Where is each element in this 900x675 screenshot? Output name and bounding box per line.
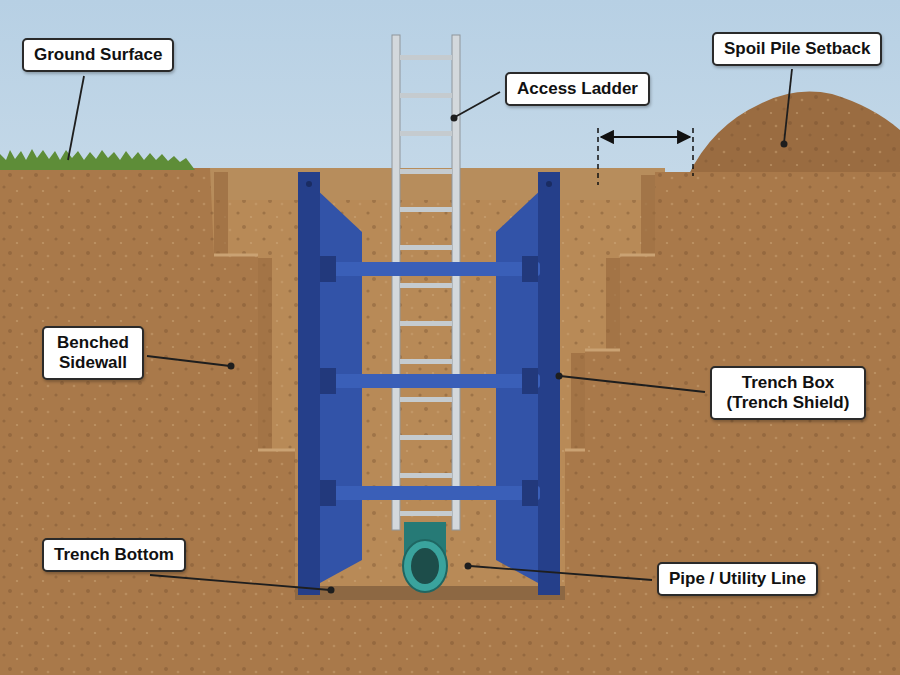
leader-dot <box>451 115 458 122</box>
leader-dot <box>556 373 563 380</box>
callout-label: Benched Sidewall <box>42 326 144 380</box>
ladder-rung <box>400 245 452 250</box>
bench-tread <box>214 254 258 257</box>
ladder-rung <box>400 511 452 516</box>
spoil-pile-texture <box>688 92 900 176</box>
label-text: Trench Box (Trench Shield) <box>722 373 854 413</box>
label-text: Access Ladder <box>517 79 638 99</box>
callout-label: Trench Box (Trench Shield) <box>710 366 866 420</box>
leader-line <box>470 566 652 580</box>
bench-tread <box>565 449 585 452</box>
trench-box-edge <box>298 172 320 595</box>
spreader-collar <box>320 368 336 394</box>
ladder-rung <box>400 131 452 136</box>
spreader-collar <box>522 480 538 506</box>
ladder-rail <box>392 35 400 530</box>
ladder-rung <box>400 473 452 478</box>
label-text: Pipe / Utility Line <box>669 569 806 589</box>
bench-face <box>571 353 585 450</box>
ladder-rung <box>400 55 452 60</box>
soil-texture <box>0 168 900 675</box>
pipe-bore <box>411 548 439 584</box>
spreader-collar <box>522 256 538 282</box>
bench-face <box>214 172 228 255</box>
label-text: Spoil Pile Setback <box>724 39 870 59</box>
dimension-extension <box>597 128 599 185</box>
leader-dot <box>328 587 335 594</box>
bench-face <box>258 258 272 450</box>
spreader-bar <box>320 486 540 500</box>
callout-label: Ground Surface <box>22 38 174 72</box>
spreader-collar <box>522 368 538 394</box>
leader-dot <box>781 141 788 148</box>
spreader-bar <box>320 374 540 388</box>
spreader-collar <box>320 480 336 506</box>
callout-label: Trench Bottom <box>42 538 186 572</box>
bench-tread <box>620 254 655 257</box>
leader-line <box>147 356 230 366</box>
dimension-line <box>601 136 690 138</box>
callout-label: Spoil Pile Setback <box>712 32 882 66</box>
label-text: Ground Surface <box>34 45 162 65</box>
ladder-rung <box>400 321 452 326</box>
trench-box-edge <box>538 172 560 595</box>
ladder-rung <box>400 169 452 174</box>
label-text: Trench Bottom <box>54 545 174 565</box>
callout-label: Access Ladder <box>505 72 650 106</box>
bench-tread <box>258 449 295 452</box>
bench-tread <box>585 349 620 352</box>
spreader-collar <box>320 256 336 282</box>
panel-bolt <box>306 181 312 187</box>
ladder-rung <box>400 283 452 288</box>
ladder-rung <box>400 435 452 440</box>
ladder-rung <box>400 397 452 402</box>
leader-dot <box>465 563 472 570</box>
grass <box>0 149 195 170</box>
spoil-pile <box>688 92 900 176</box>
leader-line <box>68 76 84 160</box>
leader-line <box>560 376 705 392</box>
callout-label: Pipe / Utility Line <box>657 562 818 596</box>
ladder-rail <box>452 35 460 530</box>
pipe-end <box>403 540 447 592</box>
leader-line <box>150 575 330 590</box>
ladder-rung <box>400 207 452 212</box>
ladder-rung <box>400 93 452 98</box>
bench-face <box>606 258 620 350</box>
leader-line <box>455 92 500 117</box>
spreader-bar <box>320 262 540 276</box>
dimension-extension <box>692 128 694 176</box>
soil-section <box>0 168 900 675</box>
leader-line <box>784 69 792 143</box>
leader-dot <box>228 363 235 370</box>
label-text: Benched Sidewall <box>54 333 132 373</box>
panel-bolt <box>546 181 552 187</box>
bench-face <box>641 175 655 255</box>
ladder-rung <box>400 359 452 364</box>
